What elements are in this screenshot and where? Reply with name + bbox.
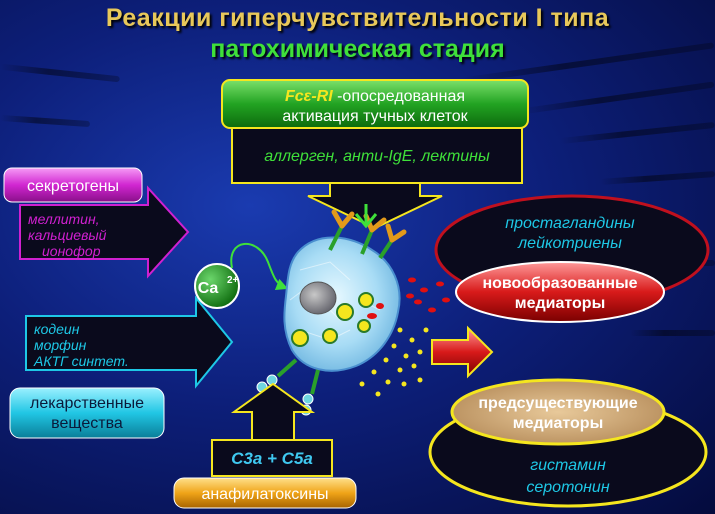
new-mediator-item: лейкотриены [517,235,622,252]
new-mediators-label: новообразованные [482,275,637,292]
drugs-label: лекарственные [30,395,144,412]
granule [358,292,374,308]
granule [291,329,309,347]
fc-receptor-name: Fcε-RI [285,88,333,105]
drugs-badge [9,387,165,439]
ige-receptors [328,204,407,260]
lipid-body [376,303,384,309]
allergen [354,204,378,229]
preformed-mediators-badge [450,378,666,446]
preformed-mediator-item: гистамин [530,457,606,474]
calcium-charge: 2+ [227,275,239,286]
granule [322,328,338,344]
preformed-mediator-item: серотонин [526,479,609,496]
drugs-label-line2: вещества [51,415,123,432]
secretagogues-label: секретогены [27,178,119,195]
secretagogue-item: кальциевый [28,227,107,243]
calcium-ion [194,263,240,309]
slide-title: Реакции гиперчувствительности I типа [105,4,610,32]
new-mediators-label-line2: медиаторы [515,295,605,312]
secretagogues-arrow [19,185,190,279]
preformed-mediators-label-line2: медиаторы [513,415,603,432]
fc-receptor-header [221,79,529,129]
granule [336,303,354,321]
secretagogue-item: ионофор [42,243,101,259]
drug-item: кодеин [34,321,80,337]
stimuli-text: аллерген, анти-IgE, лектины [264,148,490,165]
cell-nucleus [299,281,337,315]
complement-box [211,439,333,477]
slide-subtitle: патохимическая стадия [210,35,505,63]
released-granules [359,327,429,397]
release-arrow [431,325,494,379]
new-mediators-badge [455,261,665,323]
lipid-body [367,313,377,319]
down-arrow [307,182,443,230]
stimuli-box [231,127,523,184]
secretagogue-item: меллитин, [28,211,100,227]
background-stripe [630,330,715,336]
preformed-mediators-label: предсуществующие [478,395,637,412]
drug-item: морфин [34,337,87,353]
drugs-arrow [25,295,234,389]
header-text: -опосредованная [333,88,465,105]
new-mediator-item: простагландины [505,215,635,232]
header-text-line2: активация тучных клеток [282,108,468,125]
up-arrow [230,382,316,441]
drug-item: АКТГ синтет. [33,353,129,369]
calcium-arrow [230,243,289,291]
secretagogues-badge [3,167,143,203]
calcium-symbol: Ca [198,280,219,297]
svg-text:Fcε-RI -опосредованная: Fcε-RI -опосредованная [285,88,465,105]
complement-items: C3a + C5a [231,449,313,468]
anaphylatoxins-badge [173,477,357,509]
anaphylatoxins-label: анафилатоксины [201,486,328,503]
mast-cell [283,236,401,372]
released-lipid-mediators [406,277,450,313]
granule [357,319,371,333]
